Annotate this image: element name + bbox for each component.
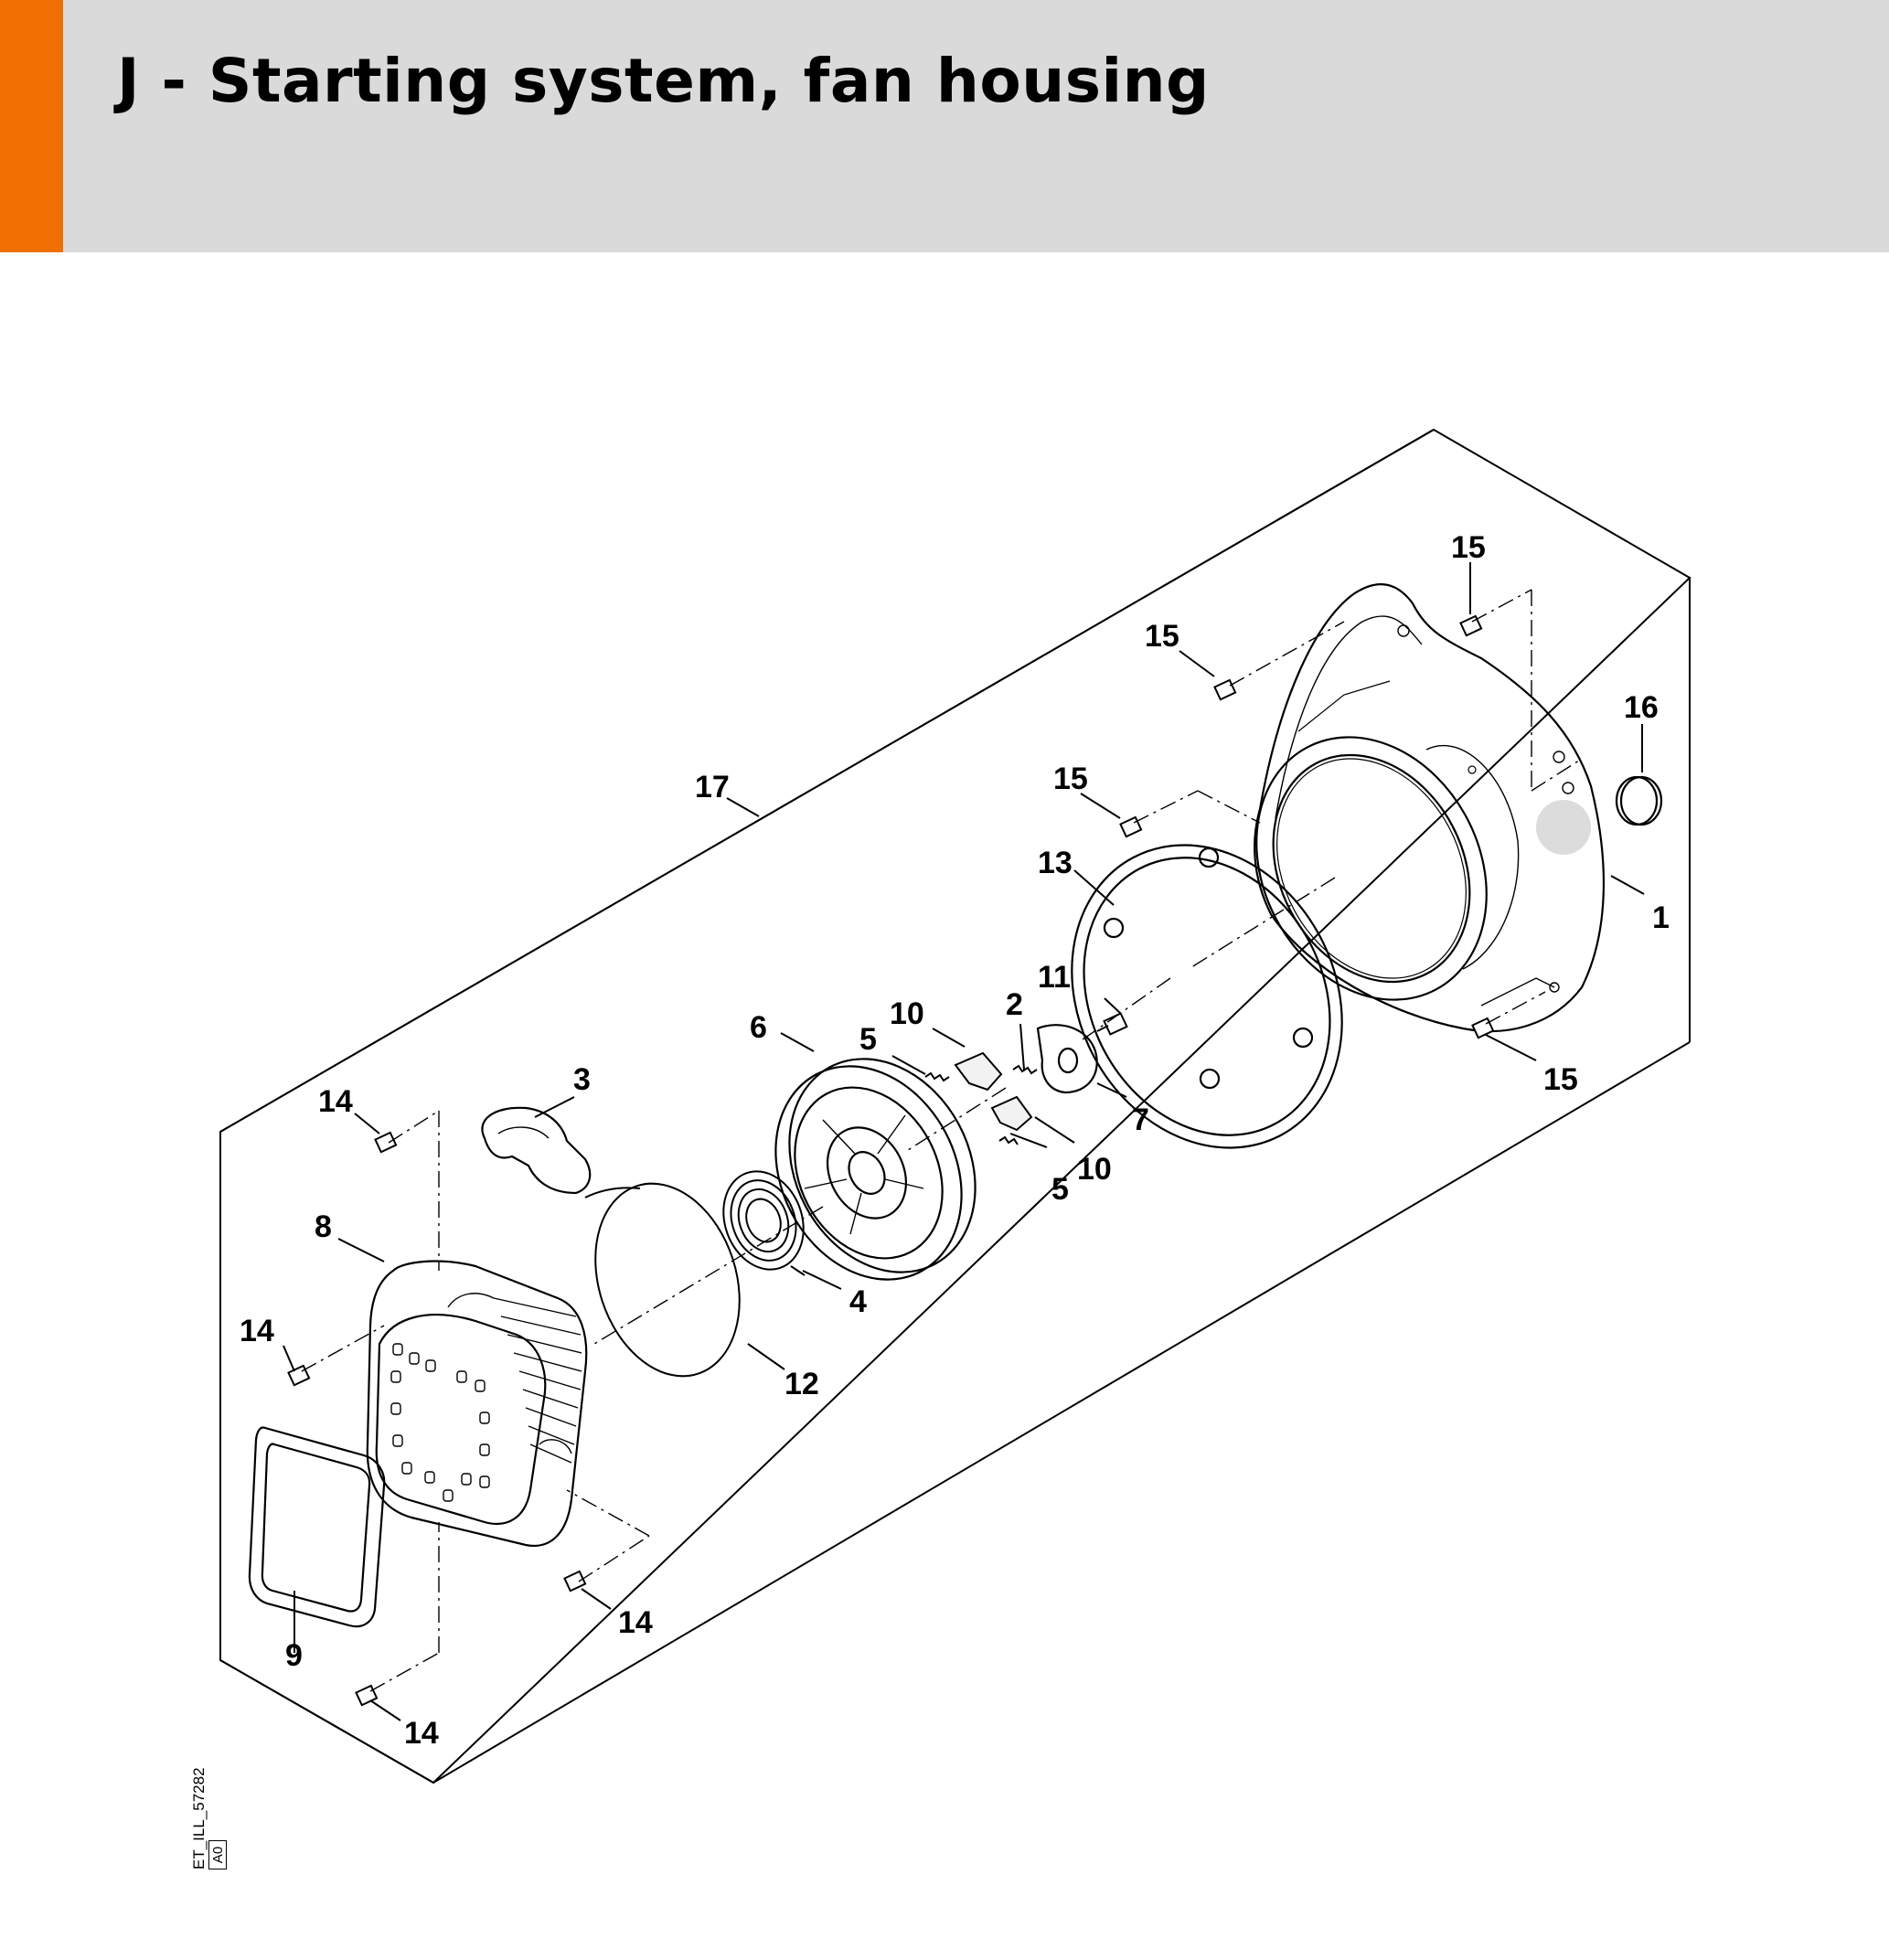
callout-3: 3 <box>573 1062 591 1097</box>
kit-boundary-edge <box>219 429 1435 1133</box>
rewind-spring <box>722 1170 806 1276</box>
callout-9: 9 <box>285 1638 303 1673</box>
screws <box>287 614 1495 1707</box>
revision-box: A0 <box>208 1840 227 1869</box>
starter-rope-lead <box>584 1187 641 1198</box>
callout-15b: 15 <box>1145 619 1179 654</box>
pawl-carrier <box>1036 1024 1098 1094</box>
callout-2: 2 <box>1006 987 1023 1022</box>
plug <box>1615 775 1663 826</box>
callout-15a: 15 <box>1451 530 1486 565</box>
callout-14a: 14 <box>318 1084 353 1119</box>
callout-5a: 5 <box>859 1022 877 1057</box>
starter-grip <box>481 1106 592 1195</box>
screw <box>1096 1012 1128 1036</box>
callout-1: 1 <box>1652 900 1670 935</box>
filter-frame <box>248 1426 386 1628</box>
kit-boundary-edge <box>219 1659 434 1784</box>
starter-cover <box>366 1260 588 1547</box>
fan-housing <box>1254 583 1606 1033</box>
callout-7: 7 <box>1132 1102 1149 1137</box>
callout-6: 6 <box>750 1010 767 1045</box>
page-header: J - Starting system, fan housing <box>0 0 1889 252</box>
callout-12: 12 <box>784 1367 819 1401</box>
leader-lines <box>283 562 1645 1721</box>
assembly-axes <box>301 589 1583 1692</box>
callout-15d: 15 <box>1543 1062 1578 1097</box>
callout-14b: 14 <box>240 1314 274 1348</box>
callout-17: 17 <box>695 770 730 804</box>
callout-16: 16 <box>1624 690 1659 725</box>
rope-rotor <box>774 1058 977 1281</box>
callout-5b: 5 <box>1051 1172 1069 1207</box>
callout-4: 4 <box>849 1284 867 1319</box>
callout-14c: 14 <box>618 1605 653 1640</box>
callout-10b: 10 <box>1077 1152 1112 1187</box>
screw <box>1213 678 1237 701</box>
gasket <box>1071 844 1343 1149</box>
callout-10a: 10 <box>890 996 924 1031</box>
springs <box>924 1064 1038 1145</box>
screw <box>374 1131 398 1154</box>
screw <box>1459 614 1483 637</box>
screw <box>563 1570 587 1592</box>
page-title: J - Starting system, fan housing <box>117 46 1210 116</box>
pawl <box>954 1051 1033 1132</box>
revision-label: A0 <box>210 1846 226 1864</box>
callout-8: 8 <box>315 1209 332 1244</box>
callout-13: 13 <box>1038 846 1073 880</box>
callout-11: 11 <box>1038 960 1071 995</box>
header-accent-bar <box>0 0 63 252</box>
starter-rope <box>594 1182 741 1378</box>
kit-boundary-edge <box>432 1041 1691 1784</box>
callout-14d: 14 <box>404 1716 439 1751</box>
callout-15c: 15 <box>1053 762 1088 796</box>
illustration-reference: ET_ILL_57282 A0 <box>179 1760 234 1869</box>
